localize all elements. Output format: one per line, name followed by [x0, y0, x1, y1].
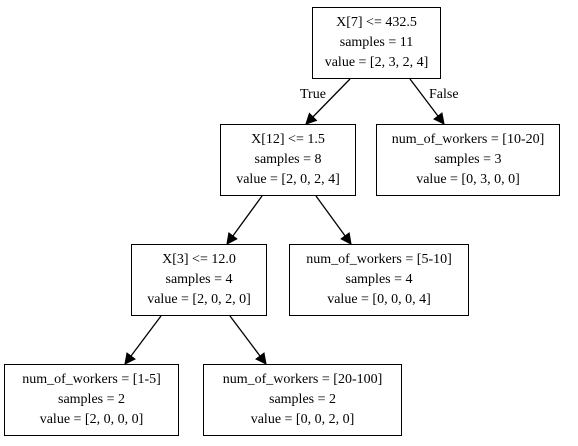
tree-node-left: X[12] <= 1.5 samples = 8 value = [2, 0, …: [220, 124, 356, 196]
node-value: value = [0, 3, 0, 0]: [416, 172, 520, 187]
tree-edge-arrow: [229, 315, 267, 365]
node-class-label: num_of_workers = [20-100]: [222, 372, 383, 387]
node-samples: samples = 11: [339, 35, 414, 50]
tree-edge-arrow: [305, 78, 351, 125]
node-samples: samples = 8: [254, 152, 322, 167]
node-class-label: num_of_workers = [10-20]: [391, 132, 545, 147]
node-class-label: num_of_workers = [5-10]: [306, 252, 452, 267]
node-value: value = [0, 0, 2, 0]: [250, 412, 355, 427]
node-class-label: num_of_workers = [1-5]: [22, 372, 161, 387]
tree-edge-arrow: [226, 195, 263, 245]
node-value: value = [0, 0, 0, 4]: [327, 292, 431, 307]
tree-edge-arrow: [124, 315, 162, 365]
tree-node-right-leaf: num_of_workers = [10-20] samples = 3 val…: [376, 124, 560, 196]
tree-edge-arrow: [315, 195, 352, 245]
node-samples: samples = 2: [58, 392, 125, 407]
node-split-rule: X[3] <= 12.0: [162, 252, 236, 267]
edge-label-false: False: [429, 87, 459, 102]
node-value: value = [2, 0, 2, 4]: [236, 172, 340, 187]
tree-node-leaf-1: num_of_workers = [1-5] samples = 2 value…: [4, 364, 179, 436]
node-value: value = [2, 0, 2, 0]: [147, 292, 251, 307]
tree-node-leaf-2: num_of_workers = [20-100] samples = 2 va…: [203, 364, 402, 436]
node-split-rule: X[7] <= 432.5: [336, 15, 417, 30]
tree-node-left-left: X[3] <= 12.0 samples = 4 value = [2, 0, …: [131, 244, 267, 316]
tree-node-root: X[7] <= 432.5 samples = 11 value = [2, 3…: [312, 7, 441, 79]
node-value: value = [2, 0, 0, 0]: [39, 412, 144, 427]
tree-edge-arrow: [409, 78, 445, 125]
edge-label-true: True: [300, 87, 326, 102]
tree-node-left-right-leaf: num_of_workers = [5-10] samples = 4 valu…: [289, 244, 469, 316]
node-value: value = [2, 3, 2, 4]: [324, 55, 429, 70]
node-samples: samples = 4: [345, 272, 413, 287]
node-split-rule: X[12] <= 1.5: [251, 132, 325, 147]
node-samples: samples = 2: [269, 392, 336, 407]
node-samples: samples = 3: [434, 152, 502, 167]
node-samples: samples = 4: [165, 272, 233, 287]
